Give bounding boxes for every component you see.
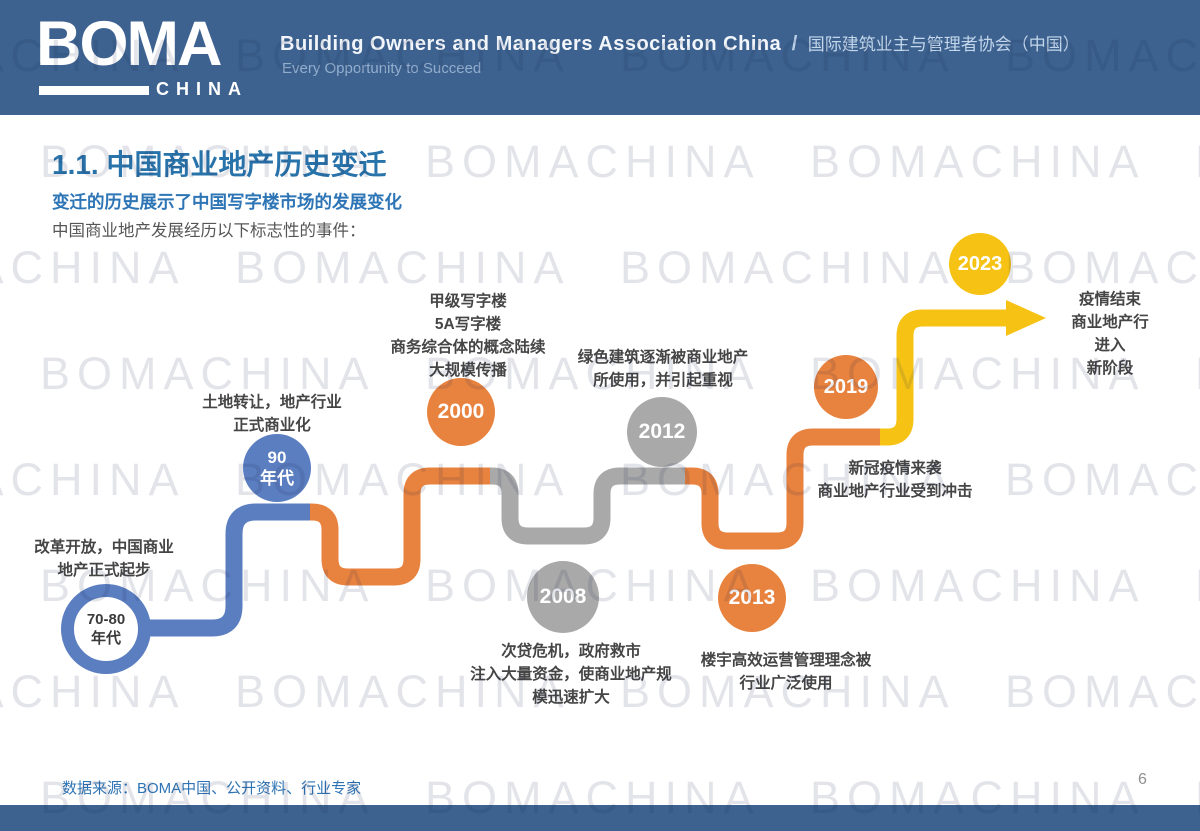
timeline-path-yellow	[880, 309, 1008, 446]
timeline-node-2013: 2013	[718, 564, 786, 632]
note-2019: 新冠疫情来袭 商业地产行业受到冲击	[817, 460, 973, 500]
timeline-node-2023: 2023	[949, 233, 1011, 295]
timeline-node-2012: 2012	[627, 397, 697, 467]
note-2023: 疫情结束 商业地产行进入 新阶段	[1071, 291, 1149, 377]
timeline-node-90: 90 年代	[243, 434, 311, 502]
timeline-node-2008: 2008	[527, 561, 599, 633]
note-2008: 次贷危机，政府救市 注入大量资金，使商业地产规 模迅速扩大	[470, 643, 672, 706]
org-name-english: Building Owners and Managers Association…	[280, 33, 782, 55]
header-band: BOMA CHINA Building Owners and Managers …	[0, 0, 1200, 115]
boma-logo-china: CHINA	[156, 79, 248, 99]
note-2000: 甲级写字楼 5A写字楼 商务综合体的概念陆续 大规模传播	[390, 293, 546, 379]
timeline-path-blue	[148, 503, 310, 637]
org-name-divider: /	[791, 33, 798, 55]
page-title: 1.1. 中国商业地产历史变迁	[52, 149, 387, 180]
org-name-chinese: 国际建筑业主与管理者协会（中国）	[807, 35, 1080, 54]
org-tagline: Every Opportunity to Succeed	[282, 60, 482, 77]
bottom-bar	[0, 805, 1200, 831]
data-source-text: 数据来源：BOMA中国、公开资料、行业专家	[62, 780, 362, 797]
page-number: 6	[1138, 771, 1147, 788]
note-70-80: 改革开放，中国商业 地产正式起步	[34, 539, 174, 579]
timeline-arrowhead	[1006, 300, 1046, 336]
note-2012: 绿色建筑逐渐被商业地产 所使用，并引起重视	[577, 349, 749, 389]
boma-logo-underline	[39, 86, 149, 95]
timeline-node-2000: 2000	[427, 378, 495, 446]
org-name-line: Building Owners and Managers Association…	[280, 30, 1080, 56]
page-subtitle: 变迁的历史展示了中国写字楼市场的发展变化	[52, 192, 402, 212]
note-2013: 楼宇高效运营管理理念被 行业广泛使用	[700, 652, 872, 692]
intro-text: 中国商业地产发展经历以下标志性的事件：	[52, 222, 366, 240]
timeline-node-70-80: 70-80 年代	[61, 584, 151, 674]
note-90: 土地转让，地产行业 正式商业化	[202, 394, 342, 434]
timeline-node-2019: 2019	[814, 355, 878, 419]
timeline-path-orange-1	[310, 467, 490, 586]
timeline-path-gray	[490, 467, 685, 545]
boma-logo: BOMA	[36, 9, 222, 79]
timeline-path-orange-2	[685, 428, 880, 550]
